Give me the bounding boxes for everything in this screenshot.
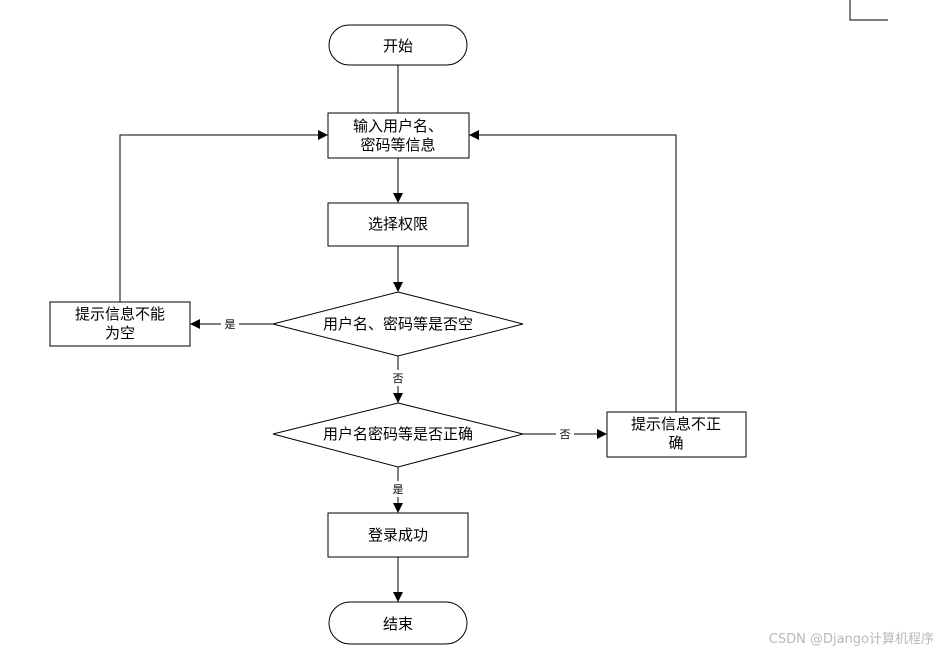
node-empty-prompt-label-line-1: 提示信息不能 [75,305,165,323]
node-wrong-prompt-label-line-2: 确 [668,434,683,452]
node-end-label: 结束 [383,615,413,633]
node-wrong-prompt: 提示信息不正 确 [606,411,747,458]
node-empty-prompt-label-line-2: 为空 [105,324,135,342]
node-end: 结束 [328,601,468,645]
node-login-success: 登录成功 [327,512,469,558]
arrow-left-icon [469,130,479,140]
arrow-down-icon [393,592,403,602]
arrow-down-icon [393,193,403,203]
arrow-down-icon [393,282,403,292]
node-empty-prompt: 提示信息不能 为空 [49,301,191,347]
node-select-role-label: 选择权限 [368,215,428,233]
node-check-empty-label: 用户名、密码等是否空 [323,315,473,333]
edge-label-empty-yes: 是 [225,318,236,331]
node-start-label: 开始 [383,37,413,55]
node-check-correct-label: 用户名密码等是否正确 [323,425,473,443]
watermark: CSDN @Django计算机程序 [768,632,934,647]
edge-empty-prompt-to-input [119,134,319,302]
node-login-success-label: 登录成功 [368,526,428,544]
edge-label-correct-no: 否 [560,428,571,441]
arrow-down-icon [393,503,403,513]
node-input-label-line-2: 密码等信息 [360,136,435,154]
arrow-down-icon [393,393,403,403]
edge-label-empty-no: 否 [393,372,404,385]
edge-labels: 是 否 否 是 [221,316,574,497]
arrow-right-icon [318,130,328,140]
corner-mark [849,0,888,21]
node-input: 输入用户名、 密码等信息 [327,112,470,159]
node-check-empty: 用户名、密码等是否空 [272,291,524,357]
arrow-right-icon [597,429,607,439]
node-check-correct: 用户名密码等是否正确 [272,402,524,468]
edge-wrong-prompt-to-input [478,134,677,412]
node-input-label-line-1: 输入用户名、 [353,117,443,135]
arrow-left-icon [190,319,200,329]
edge-label-correct-yes: 是 [393,483,404,496]
node-start: 开始 [328,24,468,66]
node-wrong-prompt-label-line-1: 提示信息不正 [631,415,721,433]
node-select-role: 选择权限 [327,202,469,247]
